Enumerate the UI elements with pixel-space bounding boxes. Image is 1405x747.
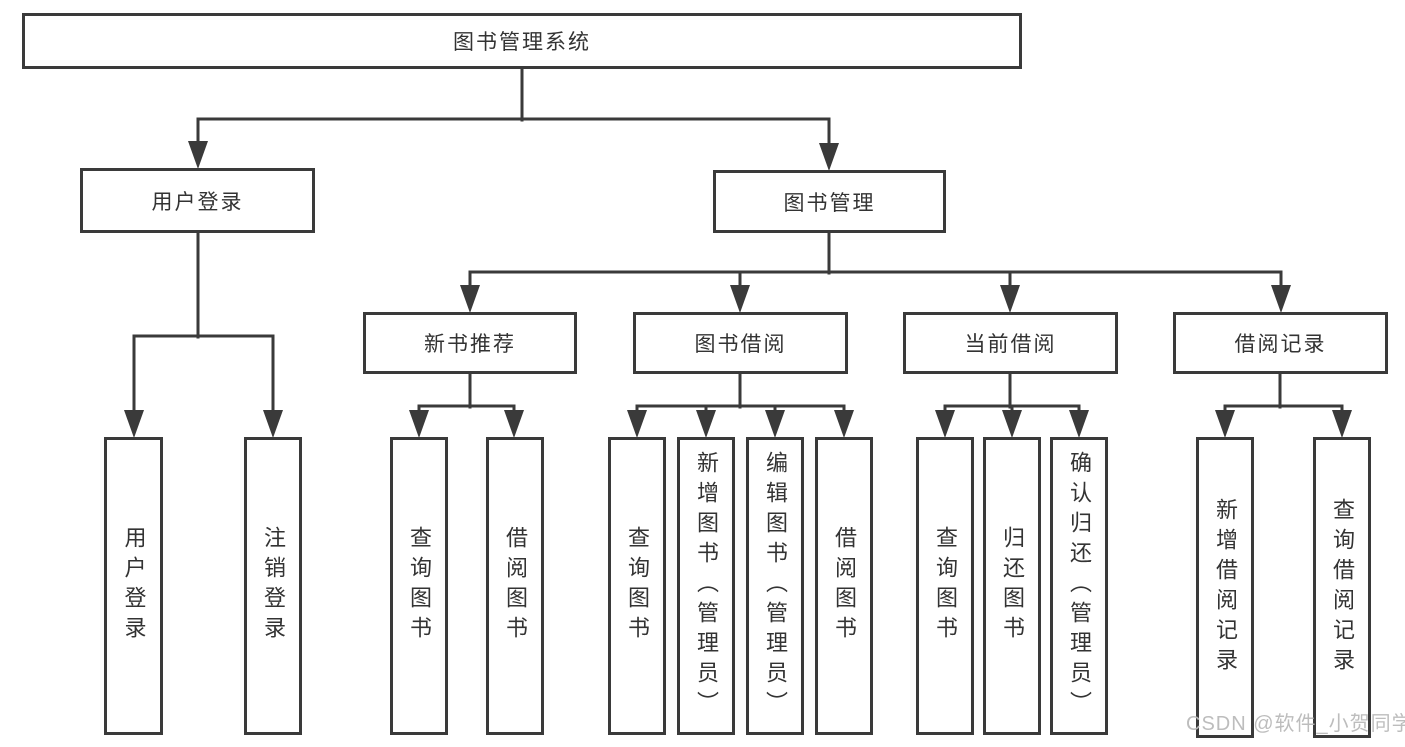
leaf-user-login-label: 用户登录 [121, 526, 147, 646]
leaf-logout: 注销登录 [244, 437, 302, 735]
leaf-nbr-borrow-books-label: 借阅图书 [503, 526, 528, 646]
leaf-nbr-query-books: 查询图书 [390, 437, 448, 735]
leaf-br-add-record-label: 新增借阅记录 [1213, 497, 1238, 678]
leaf-bb-borrow-books: 借阅图书 [815, 437, 873, 735]
watermark: CSDN @软件_小贺同学 [1186, 713, 1405, 735]
leaf-br-query-record-label: 查询借阅记录 [1330, 497, 1355, 678]
node-book-borrow-label: 图书借阅 [694, 333, 787, 356]
leaf-bb-edit-books-admin: 编辑图书（管理员） [746, 437, 804, 735]
node-new-book-recommend: 新书推荐 [363, 312, 577, 374]
node-user-login: 用户登录 [80, 168, 315, 233]
leaf-logout-label: 注销登录 [261, 526, 286, 646]
node-borrow-records-label: 借阅记录 [1234, 333, 1327, 356]
leaf-cb-query-books: 查询图书 [916, 437, 974, 735]
node-borrow-records: 借阅记录 [1173, 312, 1388, 374]
node-book-borrow: 图书借阅 [633, 312, 848, 374]
node-root: 图书管理系统 [22, 13, 1022, 69]
leaf-bb-borrow-books-label: 借阅图书 [832, 526, 857, 646]
connector-path [132, 67, 1344, 409]
leaf-br-add-record: 新增借阅记录 [1196, 437, 1254, 738]
node-current-borrow: 当前借阅 [903, 312, 1118, 374]
leaf-cb-confirm-return-admin-label: 确认归还（管理员） [1067, 451, 1092, 721]
leaf-bb-query-books: 查询图书 [608, 437, 666, 735]
node-current-borrow-label: 当前借阅 [964, 333, 1057, 356]
node-root-label: 图书管理系统 [453, 31, 591, 54]
leaf-bb-edit-books-admin-label: 编辑图书（管理员） [763, 451, 788, 721]
node-book-management-label: 图书管理 [783, 191, 876, 215]
leaf-bb-add-books-admin: 新增图书（管理员） [677, 437, 735, 735]
node-new-book-recommend-label: 新书推荐 [424, 333, 516, 356]
leaf-bb-query-books-label: 查询图书 [625, 526, 650, 646]
leaf-br-query-record: 查询借阅记录 [1313, 437, 1371, 738]
node-book-management: 图书管理 [713, 170, 946, 233]
leaf-user-login: 用户登录 [104, 437, 163, 735]
leaf-bb-add-books-admin-label: 新增图书（管理员） [694, 451, 719, 721]
node-user-login-label: 用户登录 [151, 190, 244, 214]
leaf-cb-return-books-label: 归还图书 [1000, 526, 1025, 646]
leaf-cb-query-books-label: 查询图书 [933, 526, 958, 646]
leaf-nbr-borrow-books: 借阅图书 [486, 437, 544, 735]
leaf-cb-confirm-return-admin: 确认归还（管理员） [1050, 437, 1108, 735]
leaf-cb-return-books: 归还图书 [983, 437, 1041, 735]
leaf-nbr-query-books-label: 查询图书 [407, 526, 432, 646]
